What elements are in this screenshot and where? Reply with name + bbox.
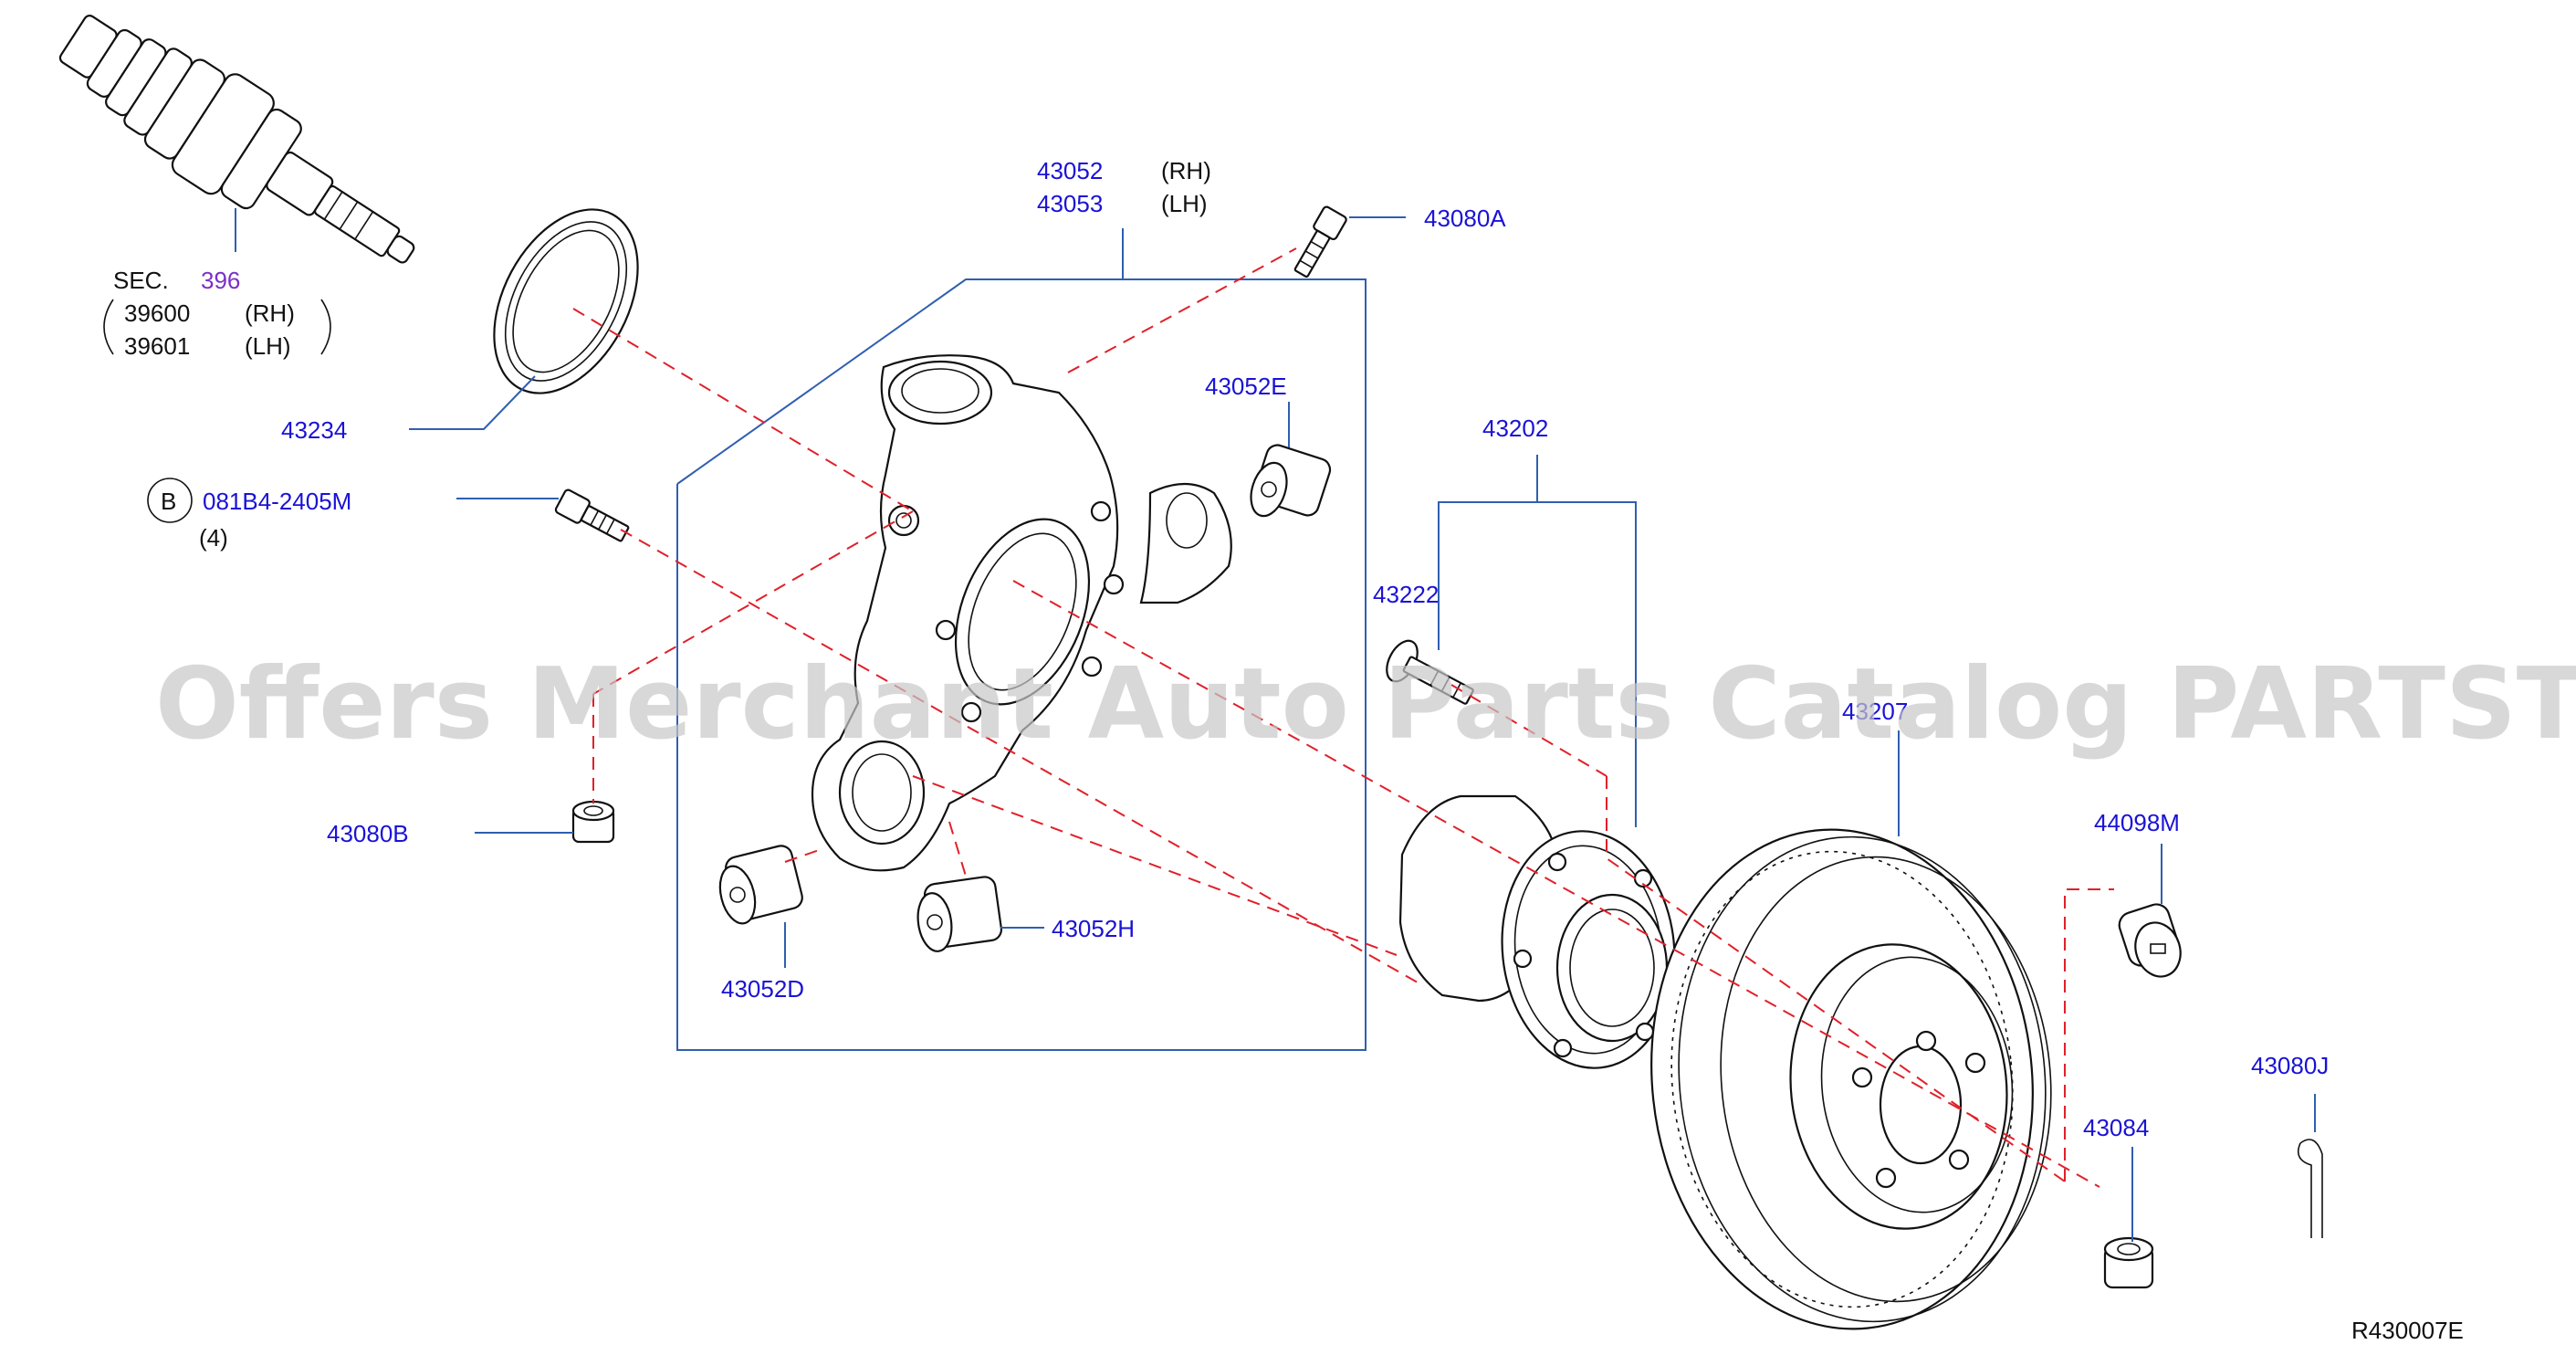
steering-knuckle-part[interactable] (811, 354, 1232, 872)
ref-circle-letter: B (161, 488, 176, 515)
side-label-39601: (LH) (245, 332, 291, 360)
part-label-43234[interactable]: 43234 (281, 416, 347, 444)
part-label-081B4-2405M[interactable]: 081B4-2405M (203, 488, 351, 515)
assembly-lines (572, 247, 2114, 1188)
hub-bolt-43222-part[interactable] (1380, 635, 1480, 716)
cotter-pin-43080J-part[interactable] (2297, 1139, 2323, 1238)
part-label-43080J[interactable]: 43080J (2251, 1052, 2329, 1079)
left-bracket (103, 299, 114, 355)
section-prefix: SEC. (113, 267, 169, 294)
ref-circle-b (147, 478, 193, 523)
drive-shaft-part[interactable] (41, 0, 442, 304)
part-label-39600[interactable]: 39600 (124, 299, 190, 327)
side-label-43052: (RH) (1161, 157, 1211, 184)
part-label-43202[interactable]: 43202 (1482, 415, 1548, 442)
section-link-396[interactable]: 396 (201, 267, 240, 294)
part-label-43080A[interactable]: 43080A (1424, 205, 1506, 232)
seal-ring-part[interactable] (465, 185, 666, 418)
part-label-43052[interactable]: 43052 (1037, 157, 1103, 184)
watermark-text: Offers Merchant Auto Parts Catalog PARTS… (155, 647, 2576, 762)
part-label-43206[interactable]: 43207 (1842, 698, 1908, 725)
bolt-081B4-part[interactable] (554, 488, 632, 545)
nut-43084-part[interactable] (2103, 1236, 2154, 1289)
side-label-39600: (RH) (245, 299, 295, 327)
part-label-43053[interactable]: 43053 (1037, 190, 1103, 217)
bolt-43080A-part[interactable] (1290, 205, 1347, 280)
part-label-43052H[interactable]: 43052H (1052, 915, 1135, 942)
diagram-code: R430007E (2351, 1317, 2464, 1344)
part-label-44098M[interactable]: 44098M (2094, 809, 2180, 836)
brake-rotor-part[interactable] (1627, 811, 2072, 1348)
side-label-43053: (LH) (1161, 190, 1208, 217)
part-label-43052D[interactable]: 43052D (721, 975, 804, 1003)
part-label-43052E[interactable]: 43052E (1205, 373, 1287, 400)
qty-label-081B4: (4) (199, 524, 228, 551)
wheel-hub-part[interactable] (1398, 794, 1686, 1077)
part-label-39601[interactable]: 39601 (124, 332, 190, 360)
part-label-43084[interactable]: 43084 (2083, 1114, 2149, 1141)
bushing-43052E-part[interactable] (1245, 442, 1334, 520)
cap-44098M-part[interactable] (2116, 901, 2187, 982)
bushing-43052H-part[interactable] (915, 876, 1003, 953)
right-bracket (320, 299, 331, 355)
part-label-43222[interactable]: 43222 (1373, 581, 1439, 608)
bushing-43052D-part[interactable] (715, 844, 805, 928)
nut-43080B-part[interactable] (571, 800, 615, 844)
knuckle-group-box (676, 278, 1367, 1051)
part-label-43080B[interactable]: 43080B (327, 820, 409, 847)
